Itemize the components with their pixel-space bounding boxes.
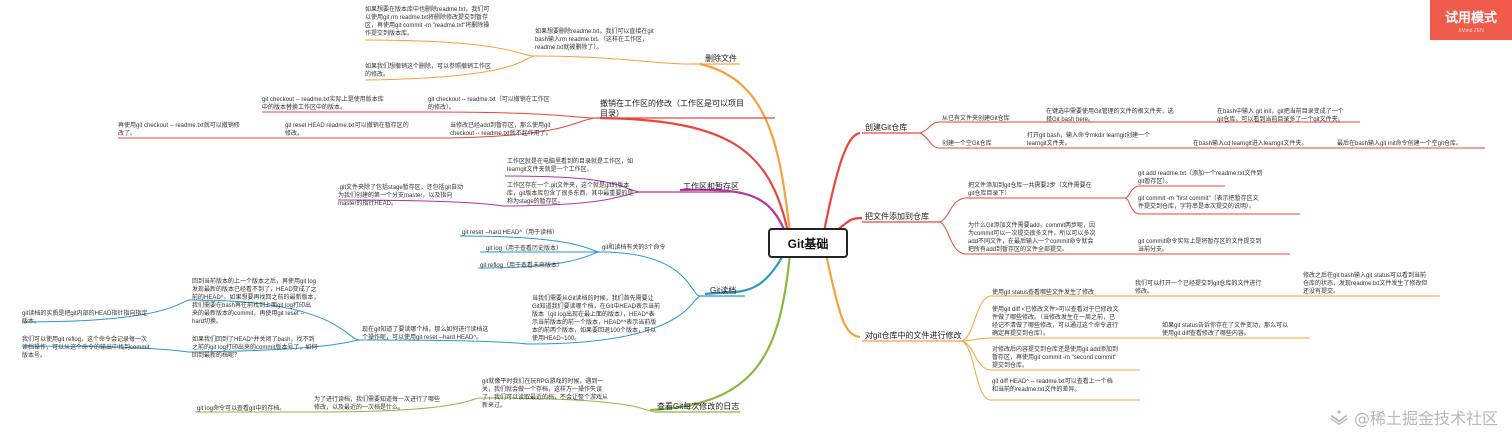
note-modify-status-result[interactable]: 修改之后在git bash输入git status可以看到当前 仓库的状态，发现… — [1303, 273, 1428, 295]
trial-mode-badge[interactable]: 试用模式 XMind ZEN — [1430, 0, 1512, 40]
note-read-head-explain[interactable]: 当我们需要从Git读档的时候，我们首先需要让 Git知道我们要读哪个档，在Git… — [532, 296, 661, 342]
note-modify-open-file[interactable]: 我们可以打开一个已经提交到git仓库的文件进行 修改。 — [1135, 281, 1262, 295]
note-read-back-latest[interactable]: 回到当前版本的上一个版本之后，再使用git log 发现最新的版本已经看不到了，… — [192, 279, 320, 325]
note-read-reset-hard[interactable]: 现在git知道了要读哪个档，那么如何进行读档这 个操作呢，可以使用git res… — [362, 327, 489, 341]
note-create-mkdir[interactable]: 打开git bash，输入命令mkdir learngit创建一个 learng… — [1027, 133, 1151, 147]
root-topic[interactable]: Git基础 — [768, 228, 848, 258]
topic-modify-file[interactable]: 对git仓库中的文件进行修改 — [865, 331, 962, 340]
note-read-cmd-reflog[interactable]: git reflog（用于查看未来版本） — [480, 263, 564, 269]
note-log-why[interactable]: 为了进行读档，我们需要知道每一次进行了哪些 修改，以及最近的一次档是什么。 — [314, 397, 441, 411]
note-create-from-existing[interactable]: 从已有文件夹创建Git仓库 — [942, 116, 1010, 122]
edge-delete — [699, 62, 792, 233]
note-modify-diff-head[interactable]: git diff HEAD^ -- readme.txt可以查看上一个档 和当前… — [992, 379, 1113, 393]
note-delete-git-rm[interactable]: 如果想要在版本库中也删除readme.txt，我们可 以使用git rm rea… — [365, 7, 490, 37]
note-create-init-empty[interactable]: 最后在bash输入git init命令创建一个空git仓库。 — [1337, 141, 1463, 147]
note-workspace-dir[interactable]: 工作区就是在电脑里看到的目录就是工作区，如 learngit文件夹就是一个工作区… — [507, 159, 634, 173]
topic-git-read[interactable]: Git读档 — [710, 286, 737, 295]
note-read-reflog[interactable]: 我们可以使用git reflog，这个命令会记录每一次 读档操作，可以从这个命令… — [22, 337, 150, 359]
trial-mode-title: 试用模式 — [1444, 10, 1497, 26]
note-read-cmd-log[interactable]: git log（用于查看历史版本） — [486, 246, 563, 252]
note-log-command[interactable]: git log命令可以查看git中的存档。 — [197, 406, 286, 412]
note-undo-checkout[interactable]: git checkout -- readme.txt（可以撤销在工作区 的修改）… — [428, 97, 550, 111]
note-modify-commit-again[interactable]: 对修改后内容提交到仓库还是使用git add添加到 暂存区，再使用git com… — [992, 347, 1119, 369]
note-workspace-git-folder[interactable]: 工作区存在一个.git文件夹，这个就是git的版本 库，git版本库包含了很多东… — [507, 183, 634, 205]
note-add-two-steps[interactable]: 把文件添加到git仓库一共需要2步（文件需要在 git仓库目录下） — [968, 183, 1092, 197]
note-undo-reset-head[interactable]: git reset HEAD readme.txt可以撤销在暂存区的 修改。 — [285, 123, 409, 137]
note-delete-rm[interactable]: 如果想要删除readme.txt，我们可以直接在git bash输入rm rea… — [535, 29, 654, 51]
note-log-rpg[interactable]: git就像平时我们在玩RPG游戏的时候，遇到一 关，我们就会做一个存档，这样万一… — [482, 379, 609, 409]
note-modify-diff-hint[interactable]: 如果git status告诉你存在了文件变动，那么可以 使用git diff查看… — [1162, 323, 1289, 337]
note-undo-checkout-replace[interactable]: git checkout -- readme.txt实际上是使用版本库 中的版本… — [262, 97, 384, 111]
edge-modify — [824, 253, 861, 339]
note-add-git-commit[interactable]: git commit -m "first commit"（表示把暂存区文 件提交… — [1138, 196, 1259, 210]
note-create-git-bash-here[interactable]: 在键选中需要使用Git管理的文件的根文件夹，选 择Git bash here。 — [1046, 109, 1174, 123]
edge-workspace — [679, 188, 788, 235]
topic-create-repo[interactable]: 创建Git仓库 — [865, 123, 908, 132]
edge-log — [649, 253, 792, 412]
topic-view-log[interactable]: 查看Git每次修改的日志 — [657, 402, 740, 411]
note-read-three-cmds[interactable]: git和读档有关的3个命令 — [602, 245, 666, 251]
edge-read — [704, 249, 787, 296]
juejin-logo-icon — [1329, 410, 1348, 425]
note-add-why-two-steps[interactable]: 为什么Git添加文件需要add，commit两步呢，因 为commit可以一次提… — [968, 223, 1096, 253]
note-read-cmd-reset[interactable]: git reset --hard HEAD^（用于读档） — [462, 230, 559, 236]
note-delete-undo[interactable]: 如果我们想撤销这个删除，可以参照撤销工作区 的修改。 — [365, 64, 492, 78]
note-create-cd[interactable]: 在bash输入cd learngit进入learngit文件夹。 — [1193, 141, 1308, 147]
note-read-lost-commit[interactable]: 如果我们回到了HEAD^并关闭了bash，找不到 之前的git log打印出来的… — [192, 337, 318, 359]
edge-create — [822, 131, 861, 233]
note-add-commit-branch[interactable]: git commit命令实际上是将暂存区的文件提交到 当前分支。 — [1138, 239, 1262, 253]
topic-workspace-stage[interactable]: 工作区和暂存区 — [683, 182, 739, 191]
note-read-essence[interactable]: git读档的实质是把git内部的HEAD指针指向指定 版本。 — [22, 311, 148, 325]
note-modify-diff[interactable]: 使用git diff <已修改文件>可以查看对于已修改文 件做了哪些修改。（当修… — [992, 307, 1119, 337]
watermark: @稀土掘金技术社区 — [1329, 405, 1498, 429]
note-workspace-master-head[interactable]: .git文件夹除了包括stage暂存区，还包括git自动 为我们创建的第一个分支… — [338, 185, 464, 207]
topic-add-file[interactable]: 把文件添加到仓库 — [865, 212, 929, 221]
note-undo-after-add[interactable]: 当修改已经add到暂存区，那么使用git checkout -- readme.… — [450, 123, 552, 137]
note-create-empty[interactable]: 创建一个空Git仓库 — [942, 141, 992, 147]
note-create-git-init[interactable]: 在bash中输入 git init，git把当前目录变成了一个 git仓库，可以… — [1217, 109, 1344, 123]
watermark-text: @稀土掘金技术社区 — [1353, 409, 1498, 428]
note-add-git-add[interactable]: git add readme.txt（添加一个readme.txt文件到 git… — [1138, 171, 1263, 185]
trial-mode-subtitle: XMind ZEN — [1458, 27, 1484, 34]
note-undo-checkout-again[interactable]: 再使用git checkout -- readme.txt就可以撤销修 改了。 — [118, 123, 240, 137]
note-modify-status[interactable]: 使用git status查看哪些文件发生了修改 — [992, 290, 1095, 296]
topic-undo-workspace[interactable]: 撤销在工作区的修改（工作区是可以项目 目录） — [600, 99, 744, 118]
topic-delete-file[interactable]: 删除文件 — [705, 54, 737, 63]
edge-undo — [599, 116, 790, 233]
